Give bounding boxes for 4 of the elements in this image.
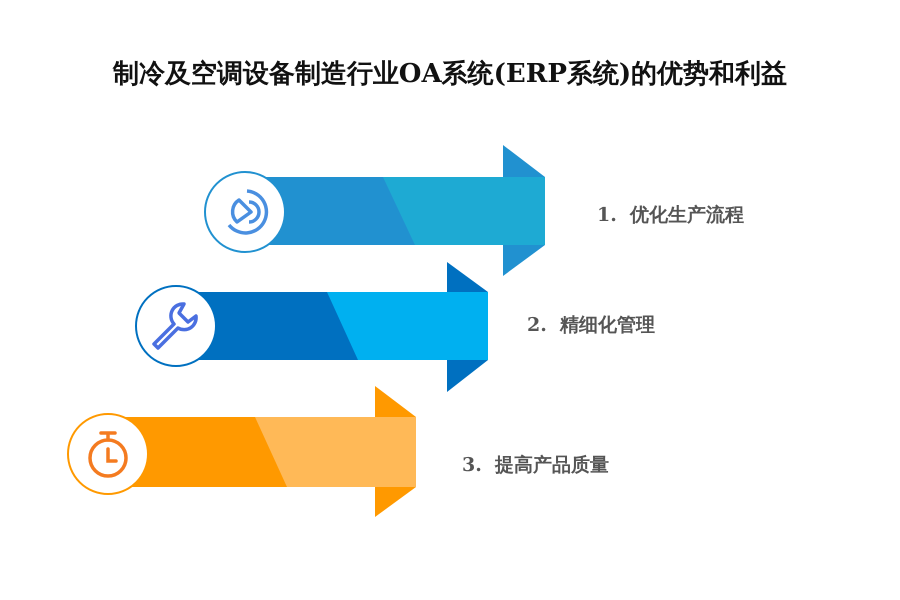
item-label: 2. 精细化管理: [527, 313, 656, 338]
title: 制冷及空调设备制造行业OA系统(ERP系统)的优势和利益: [112, 58, 788, 91]
item-label: 3. 提高产品质量: [462, 453, 610, 478]
item-label: 1. 优化生产流程: [597, 203, 744, 228]
